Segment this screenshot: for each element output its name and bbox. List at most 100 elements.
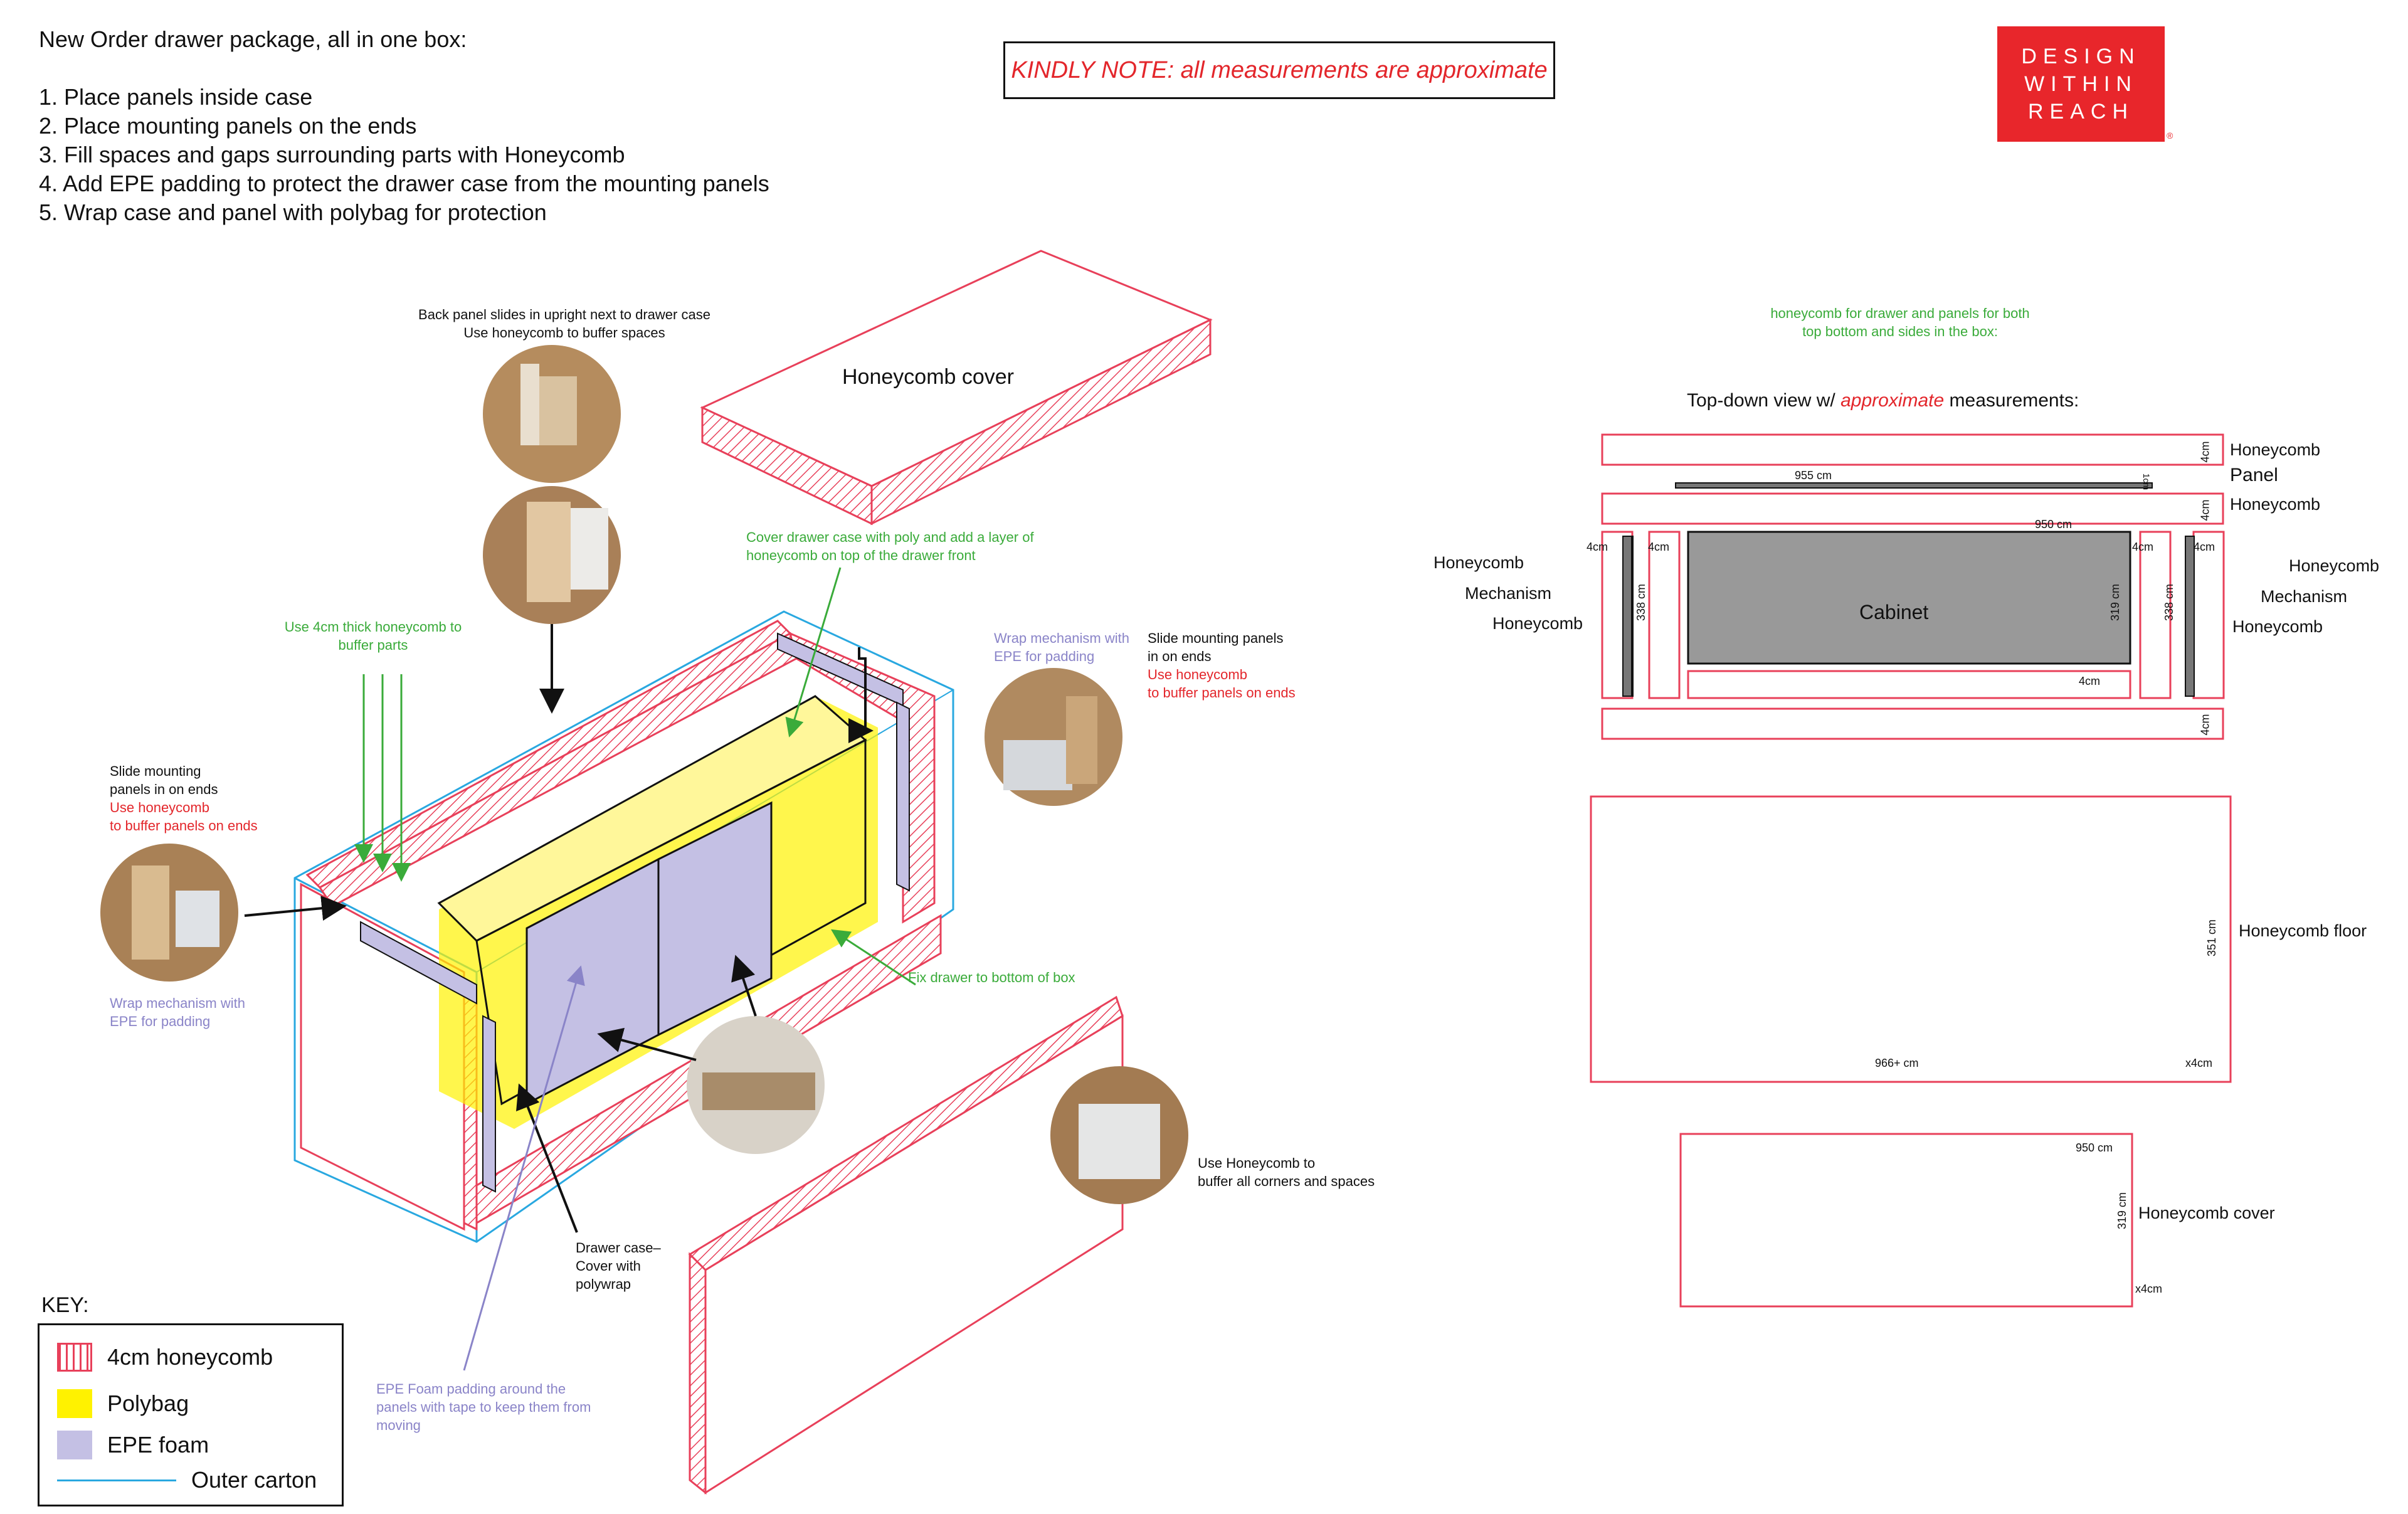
callout-epe-foam-line1: EPE Foam padding around the [376, 1381, 566, 1397]
td-right-mechanism-bar [2185, 536, 2195, 697]
td-label-panel: Panel [2230, 465, 2278, 485]
key-polybag-label: Polybag [107, 1390, 189, 1416]
key-honeycomb-label: 4cm honeycomb [107, 1344, 273, 1370]
dim-338-right: 338 cm [2163, 583, 2176, 622]
front-honeycomb-panel-drawing [688, 995, 1124, 1495]
topdown-title-post: measurements: [1944, 390, 2079, 411]
callout-slide-left-line3: Use honeycomb [110, 800, 209, 815]
callout-slide-right-line1: Slide mounting panels [1148, 630, 1284, 646]
honeycomb-swatch [57, 1343, 92, 1372]
callout-wrap-mech-right: Wrap mechanism with EPE for padding [994, 629, 1129, 665]
step-4: 4. Add EPE padding to protect the drawer… [39, 171, 769, 196]
callout-cover-drawer-line2: honeycomb on top of the drawer front [746, 548, 976, 563]
arrow-photo-drawer-1 [597, 1027, 697, 1061]
logo-line-3: REACH [2027, 100, 2135, 124]
callout-slide-right-line4: to buffer panels on ends [1148, 685, 1296, 701]
photo-drawer-front [687, 1016, 825, 1154]
dim-x4cm-cover: x4cm [2135, 1283, 2163, 1295]
td-left-mechanism-bar [1622, 536, 1632, 697]
callout-wrap-mech-left-line2: EPE for padding [110, 1014, 211, 1029]
dim-966: 966+ cm [1875, 1057, 1919, 1069]
td-right-honeycomb-2 [2192, 531, 2225, 699]
callout-drawer-case-line3: polywrap [576, 1276, 631, 1292]
topdown-intro-line1: honeycomb for drawer and panels for both [1770, 305, 2030, 321]
callout-buffer-corners-line1: Use Honeycomb to [1198, 1155, 1316, 1171]
dim-950-cover: 950 cm [2076, 1141, 2113, 1154]
photo-right-end [985, 668, 1122, 806]
td-label-left-honeycomb-1: Honeycomb [1434, 553, 1524, 572]
key-outer-carton: Outer carton [57, 1467, 317, 1493]
callout-use-4cm-line1: Use 4cm thick honeycomb to [284, 619, 462, 635]
callout-wrap-mech-right-line1: Wrap mechanism with [994, 630, 1129, 646]
key-epe-foam: EPE foam [57, 1431, 209, 1459]
dim-1cm: 1cm [2141, 473, 2152, 490]
dim-351: 351 cm [2205, 919, 2219, 957]
dim-319-cover: 319 cm [2116, 1192, 2129, 1230]
epe-swatch [57, 1431, 92, 1459]
topdown-intro: honeycomb for drawer and panels for both… [1693, 304, 2107, 341]
callout-slide-right-line2: in on ends [1148, 648, 1212, 664]
key-carton-label: Outer carton [191, 1467, 317, 1493]
key-epe-label: EPE foam [107, 1432, 209, 1458]
td-honeycomb-floor [1590, 795, 2232, 1083]
td-honeycomb-bottom [1601, 707, 2224, 740]
callout-slide-left: Slide mounting panels in on ends Use hon… [110, 762, 258, 835]
dim-338-left: 338 cm [1635, 583, 1648, 622]
photo-left-end [100, 844, 238, 982]
td-label-right-mechanism: Mechanism [2261, 587, 2348, 606]
step-1: 1. Place panels inside case [39, 84, 313, 110]
callout-cover-drawer-line1: Cover drawer case with poly and add a la… [746, 529, 1034, 545]
callout-buffer-corners-line2: buffer all corners and spaces [1198, 1173, 1375, 1189]
td-right-honeycomb-1 [2139, 531, 2172, 699]
topdown-title-pre: Top-down view w/ [1687, 390, 1841, 411]
logo-line-1: DESIGN [2021, 45, 2141, 68]
honeycomb-cover-label: Honeycomb cover [842, 365, 1015, 389]
key-title: KEY: [41, 1293, 89, 1317]
callout-slide-left-line1: Slide mounting [110, 763, 201, 779]
td-cabinet [1687, 531, 2131, 665]
td-label-honeycomb-top: Honeycomb [2230, 440, 2321, 459]
dim-4cm-second: 4cm [2199, 499, 2212, 521]
dim-4cm-top: 4cm [2199, 441, 2212, 463]
callout-wrap-mech-left-line1: Wrap mechanism with [110, 995, 245, 1011]
logo-line-2: WITHIN [2024, 72, 2138, 96]
dim-4cm-bottom: 4cm [2199, 714, 2212, 736]
callout-drawer-case-line2: Cover with [576, 1258, 641, 1274]
callout-wrap-mech-right-line2: EPE for padding [994, 648, 1095, 664]
polybag-swatch [57, 1389, 92, 1418]
td-label-honeycomb-floor: Honeycomb floor [2239, 921, 2367, 940]
callout-slide-right-line3: Use honeycomb [1148, 667, 1247, 682]
callout-epe-foam-line2: panels with tape to keep them from [376, 1399, 591, 1415]
callout-cover-drawer: Cover drawer case with poly and add a la… [746, 528, 1034, 564]
td-label-honeycomb-2: Honeycomb [2230, 495, 2321, 514]
arrow-slide-left [244, 896, 347, 921]
brand-logo: DESIGN WITHIN REACH [1997, 26, 2165, 142]
arrow-fix-drawer [830, 929, 916, 986]
callout-back-panel-line2: Use honeycomb to buffer spaces [463, 325, 665, 341]
callout-slide-left-line4: to buffer panels on ends [110, 818, 258, 834]
callout-buffer-corners: Use Honeycomb to buffer all corners and … [1198, 1154, 1375, 1190]
topdown-intro-line2: top bottom and sides in the box: [1802, 324, 1998, 339]
topdown-view [1590, 433, 2232, 1308]
dim-950-cabinet: 950 cm [2035, 518, 2073, 531]
carton-line-swatch [57, 1479, 176, 1481]
callout-fix-drawer: Fix drawer to bottom of box [908, 970, 1075, 985]
dim-x4cm-floor: x4cm [2185, 1057, 2213, 1069]
arrow-cover-drawer [785, 567, 842, 738]
td-honeycomb-cover [1679, 1133, 2133, 1308]
instructions: New Order drawer package, all in one box… [39, 25, 769, 227]
arrow-slide-right [848, 647, 874, 743]
callout-slide-right: Slide mounting panels in on ends Use hon… [1148, 629, 1296, 702]
dim-4cm-right-2: 4cm [2194, 541, 2215, 553]
dim-4cm-front: 4cm [2079, 675, 2101, 687]
photo-corners [1050, 1066, 1188, 1204]
td-left-honeycomb-2 [1648, 531, 1681, 699]
td-honeycomb-2 [1601, 492, 2224, 525]
td-panel [1675, 482, 2153, 489]
callout-slide-left-line2: panels in on ends [110, 781, 218, 797]
step-2: 2. Place mounting panels on the ends [39, 113, 417, 139]
callout-epe-foam: EPE Foam padding around the panels with … [376, 1380, 591, 1434]
main-box-drawing [293, 610, 954, 1243]
dim-4cm-left-2: 4cm [1648, 541, 1670, 553]
